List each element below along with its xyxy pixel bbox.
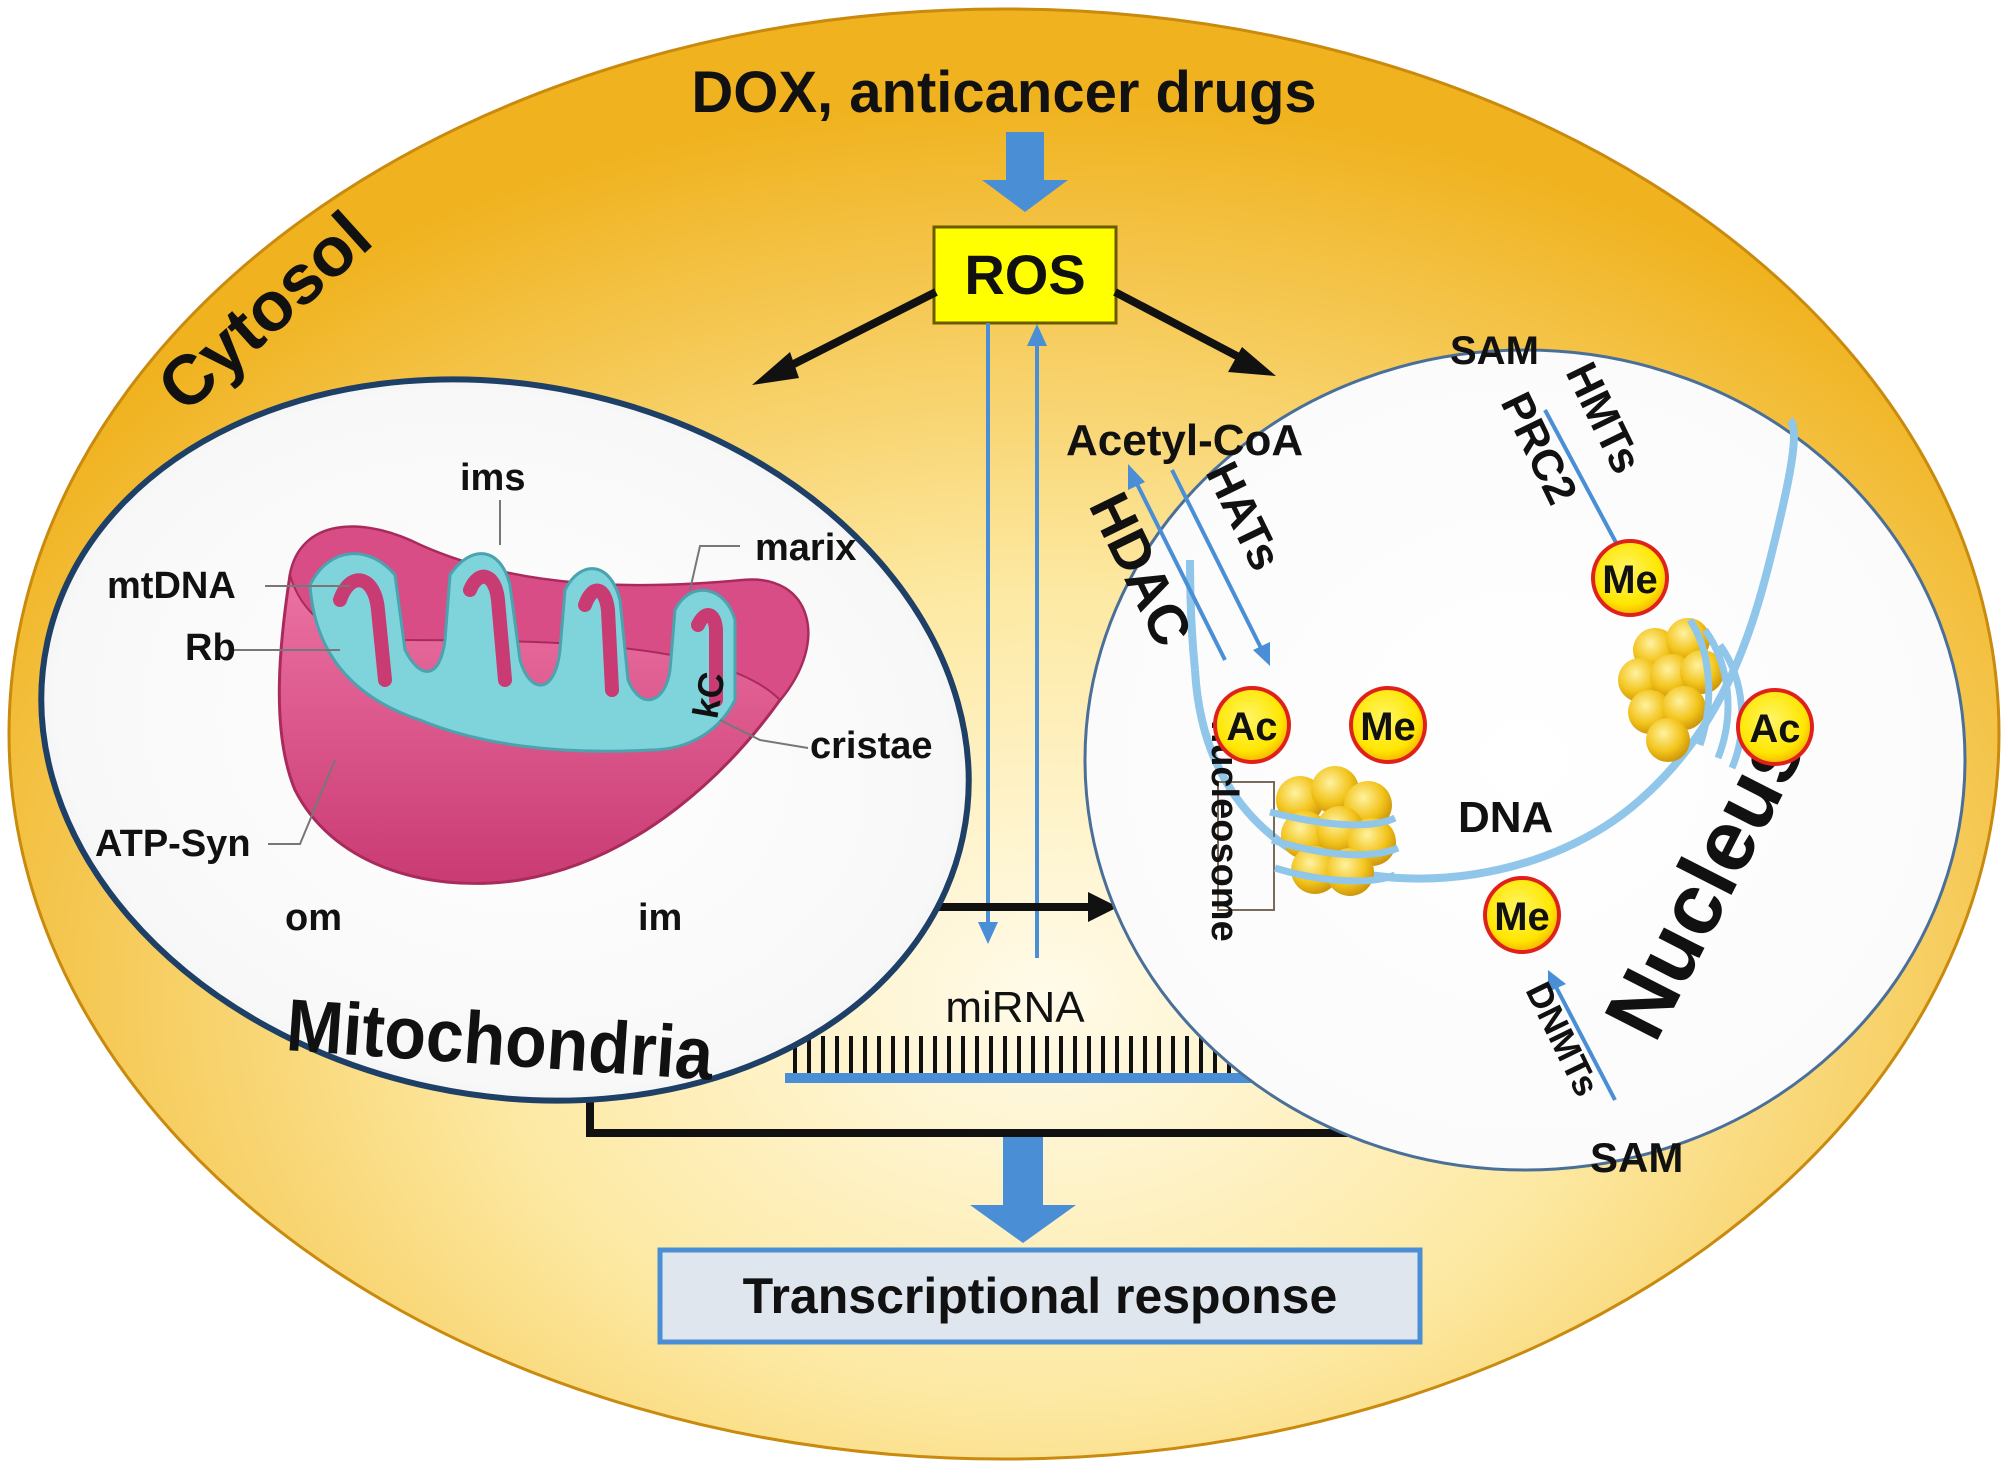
mark-ac-left: Ac xyxy=(1213,686,1291,764)
mito-cristae-folds xyxy=(333,569,723,707)
mirna-backbone xyxy=(785,1073,1275,1083)
mirna-label: miRNA xyxy=(945,983,1085,1032)
response-box xyxy=(657,1247,1423,1345)
label-rb: Rb xyxy=(185,627,236,669)
mark-me-left: Me xyxy=(1349,686,1427,764)
label-acetyl-coa: Acetyl-CoA xyxy=(1066,416,1303,465)
mark-me-top: Me xyxy=(1591,539,1669,617)
label-sam-top: SAM xyxy=(1450,329,1539,373)
label-im: im xyxy=(638,897,682,939)
mito-to-nucleus-arrowhead xyxy=(1088,892,1118,922)
histone-octamer-right xyxy=(1618,618,1746,770)
ros-to-nucleus-arrowhead xyxy=(1228,347,1276,376)
mark-ac-right: Ac xyxy=(1736,688,1814,766)
dna-strand xyxy=(1191,417,1798,883)
ros-to-nucleus-arrow xyxy=(1113,288,1258,370)
nucleus-compartment xyxy=(1083,348,1967,1172)
histone-octamer-left xyxy=(1269,766,1400,896)
label-ims: ims xyxy=(460,457,525,499)
ros-to-mito-arrow xyxy=(768,288,938,380)
label-atp-syn: ATP-Syn xyxy=(95,823,251,865)
label-mtdna: mtDNA xyxy=(107,565,236,607)
response-arrow xyxy=(970,1137,1076,1243)
ros-to-mito-arrowhead xyxy=(752,352,799,385)
svg-text:Me: Me xyxy=(1360,705,1416,749)
mirna-strand xyxy=(793,1036,1259,1074)
source-label: DOX, anticancer drugs xyxy=(691,60,1316,125)
label-dna: DNA xyxy=(1458,793,1553,842)
dna-strand-tail xyxy=(1186,559,1199,671)
svg-text:Ac: Ac xyxy=(1226,705,1277,749)
nucleosome-box xyxy=(1217,781,1275,911)
leader-marix xyxy=(689,545,740,591)
label-sam-bottom: SAM xyxy=(1590,1134,1683,1181)
hats-arrow xyxy=(1170,469,1264,651)
svg-text:Me: Me xyxy=(1602,558,1658,602)
hats-arrowhead xyxy=(1253,642,1270,666)
hdac-arrowhead xyxy=(1128,464,1145,490)
hmts-arrow xyxy=(1543,409,1622,551)
dnmts-arrowhead xyxy=(1548,970,1566,992)
mitochondrion-illustration xyxy=(277,525,810,885)
label-marix: marix xyxy=(755,527,856,569)
svg-text:Ac: Ac xyxy=(1749,707,1800,751)
hdac-arrow xyxy=(1133,479,1227,661)
ros-label: ROS xyxy=(964,243,1085,306)
mirna-to-ros-arrowhead xyxy=(1027,324,1047,346)
ros-to-mirna-arrowhead xyxy=(978,922,998,944)
source-to-ros-arrow xyxy=(982,132,1068,212)
dnmts-arrow xyxy=(1553,984,1617,1101)
svg-text:Me: Me xyxy=(1494,895,1550,939)
response-label: Transcriptional response xyxy=(743,1268,1338,1324)
label-cristae: cristae xyxy=(810,725,933,767)
label-kc: kC xyxy=(685,669,733,721)
ros-box xyxy=(932,225,1118,325)
leader-atp xyxy=(268,759,336,845)
label-om: om xyxy=(285,897,342,939)
leader-cristae xyxy=(719,719,809,749)
mark-me-bottom: Me xyxy=(1483,876,1561,954)
mito-matrix xyxy=(308,552,737,753)
